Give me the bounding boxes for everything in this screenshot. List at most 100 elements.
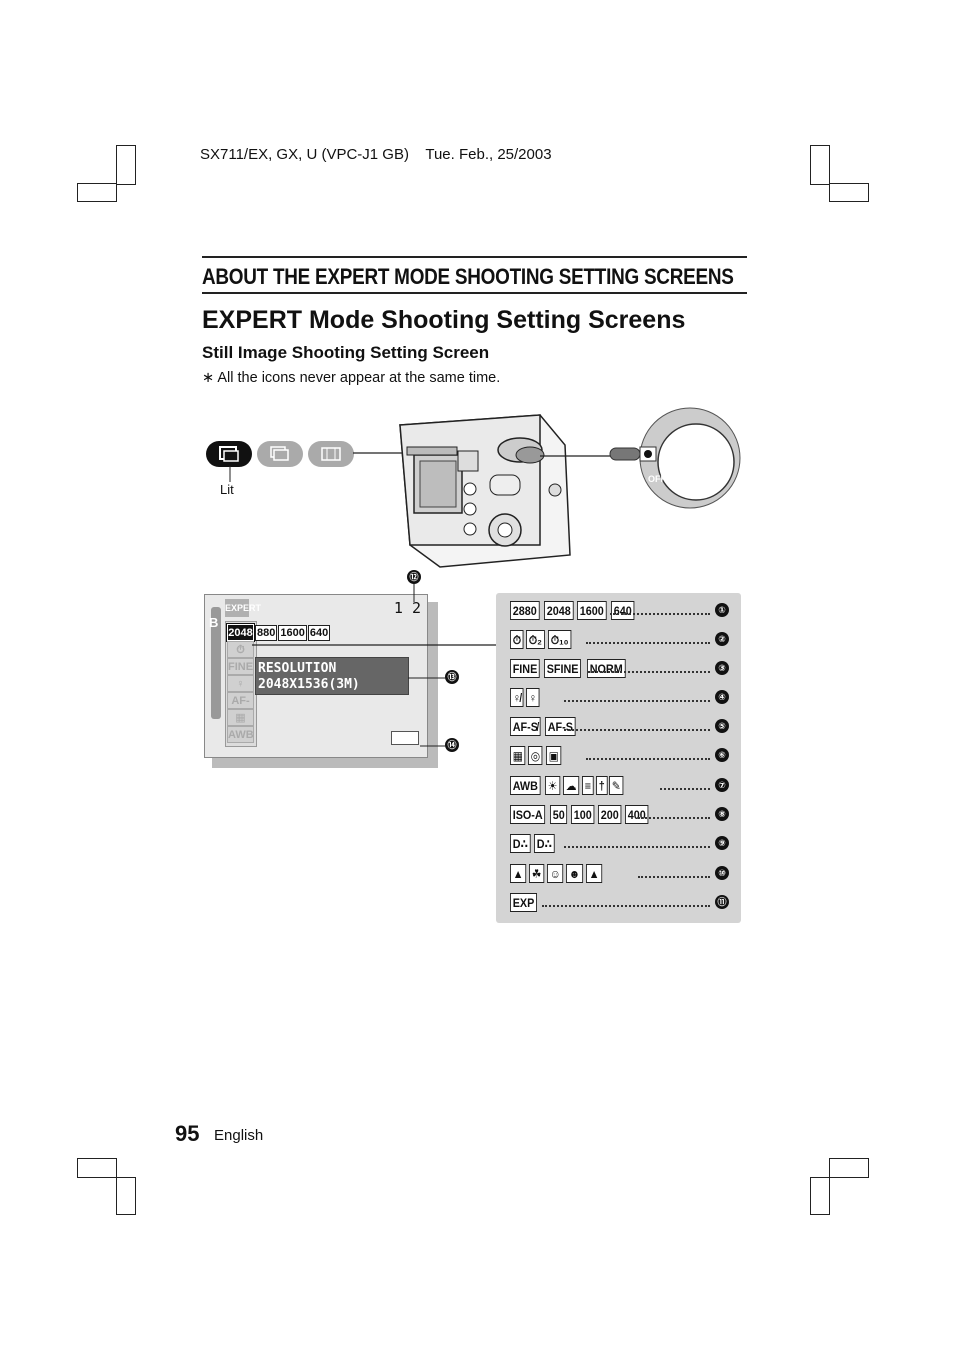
shot-count: 1 2 (393, 599, 421, 617)
section-banner: ABOUT THE EXPERT MODE SHOOTING SETTING S… (202, 256, 747, 294)
legend-chip: NORM (586, 659, 626, 678)
legend-chip: FINE (510, 659, 541, 678)
quality-icon: FINE (227, 658, 254, 675)
camera-illustration (399, 414, 571, 568)
resolution-setting-icon: 2048 (226, 623, 255, 642)
leader-dots (564, 729, 710, 731)
legend-chip: ☻ (565, 864, 583, 883)
legend-chip: 640 (611, 601, 635, 620)
legend-chip: ▣ (545, 746, 562, 765)
crop-mark (829, 1158, 869, 1178)
legend-chip: ☺ (546, 864, 564, 883)
legend-number: ⑨ (715, 836, 729, 850)
legend-chip: SFINE (544, 659, 582, 678)
legend-chip: ▲ (510, 864, 527, 883)
lcd-scroll-bar (211, 607, 221, 719)
legend-number: ⑥ (715, 748, 729, 762)
legend-number: ② (715, 632, 729, 646)
legend-row-digital-zoom: D∴D∴ (510, 834, 558, 856)
video-clip-icon (321, 447, 341, 461)
crop-mark (810, 1177, 830, 1215)
callout-14: ⑭ (445, 738, 459, 752)
svg-text:OFF: OFF (648, 474, 666, 484)
doc-header-info: SX711/EX, GX, U (VPC-J1 GB) Tue. Feb., 2… (200, 146, 552, 163)
legend-row-self-timer: ⏱⏱₂⏱₁₀ (510, 630, 575, 652)
legend-chip: AF-S (545, 717, 576, 736)
legend-chip: EXP (510, 893, 538, 912)
legend-chip: ≡ (581, 776, 594, 795)
crop-mark (116, 1177, 136, 1215)
legend-chip: 100 (570, 805, 595, 824)
language-label: English (214, 1127, 264, 1144)
legend-row-focus: AF-S̸AF-S (510, 717, 580, 739)
legend-row-metering: ▦◎▣ (510, 746, 564, 768)
legend-chip: D∴ (534, 834, 555, 853)
dial-leader-line (540, 455, 612, 457)
resolution-title: RESOLUTION (258, 661, 337, 676)
leader-dots (564, 846, 710, 848)
legend-chip: † (595, 776, 608, 795)
legend-chip: 400 (624, 805, 649, 824)
focus-icon: AF-S (227, 692, 254, 724)
legend-row-scene: ▲☘☺☻▲ (510, 864, 604, 886)
self-timer-icon: ⏱ (227, 641, 254, 658)
page-number: 95 (175, 1121, 200, 1146)
legend-number: ⑦ (715, 778, 729, 792)
legend-chip: ☘ (528, 864, 544, 883)
still-image-icon (219, 446, 239, 462)
legend-chip: ⏱₂ (526, 630, 546, 649)
white-balance-icon: AWB (227, 726, 254, 743)
callout-14-line (420, 745, 446, 747)
legend-row-exposure: EXP (510, 893, 541, 915)
callout-13-line (408, 677, 446, 679)
crop-mark (116, 145, 136, 185)
resolution-info-box: RESOLUTION 2048X1536(3M) (255, 657, 409, 695)
callout-13: ⑬ (445, 670, 459, 684)
legend-number: ④ (715, 690, 729, 704)
legend-chip: 2048 (543, 601, 574, 620)
legend-row-white-balance: AWB☀☁≡†✎ (510, 776, 627, 798)
setting-icon-column: 2048 ⏱ FINE ♀ AF-S ▦ AWB (225, 621, 257, 747)
legend-chip: 2880 (510, 601, 540, 620)
legend-chip: D∴ (510, 834, 531, 853)
lit-label: Lit (220, 482, 234, 497)
leader-dots (610, 613, 710, 615)
leader-dots (586, 758, 710, 760)
legend-chip: ⏱ (510, 630, 524, 649)
legend-number: ⑤ (715, 719, 729, 733)
legend-number: ⑧ (715, 807, 729, 821)
section-banner-text: ABOUT THE EXPERT MODE SHOOTING SETTING S… (202, 264, 734, 289)
legend-chip: ISO-A (510, 805, 546, 824)
legend-number: ③ (715, 661, 729, 675)
video-mode-lamp (308, 441, 354, 467)
resolution-value: 2048X1536(3M) (258, 677, 360, 692)
legend-chip: ☀ (545, 776, 561, 795)
legend-row-microphone: ♀̸♀ (510, 688, 542, 710)
legend-chip: 200 (597, 805, 622, 824)
legend-number: ① (715, 603, 729, 617)
resolution-option: 1600 (278, 625, 307, 641)
lcd-side-letter: B (209, 615, 219, 630)
lcd-screen: B EXPERT 1 2 2048 ⏱ FINE ♀ AF-S ▦ AWB 88… (204, 594, 428, 758)
still-mode-lamp (206, 441, 252, 467)
crop-mark (810, 145, 830, 185)
leader-dots (660, 788, 710, 790)
resolution-option: 640 (307, 625, 331, 641)
leader-dots (586, 642, 710, 644)
legend-number: ⑩ (715, 866, 729, 880)
leader-dots (638, 876, 710, 878)
legend-chip: 1600 (577, 601, 607, 620)
sequential-shot-icon (270, 446, 289, 461)
legend-chip: ◎ (528, 746, 544, 765)
legend-chip: ▲ (585, 864, 602, 883)
note: ∗ All the icons never appear at the same… (202, 370, 501, 386)
mode-dial-illustration: OFF (609, 407, 741, 509)
page-title: EXPERT Mode Shooting Setting Screens (202, 306, 686, 334)
legend-chip: 50 (550, 805, 568, 824)
leader-dots (542, 905, 710, 907)
